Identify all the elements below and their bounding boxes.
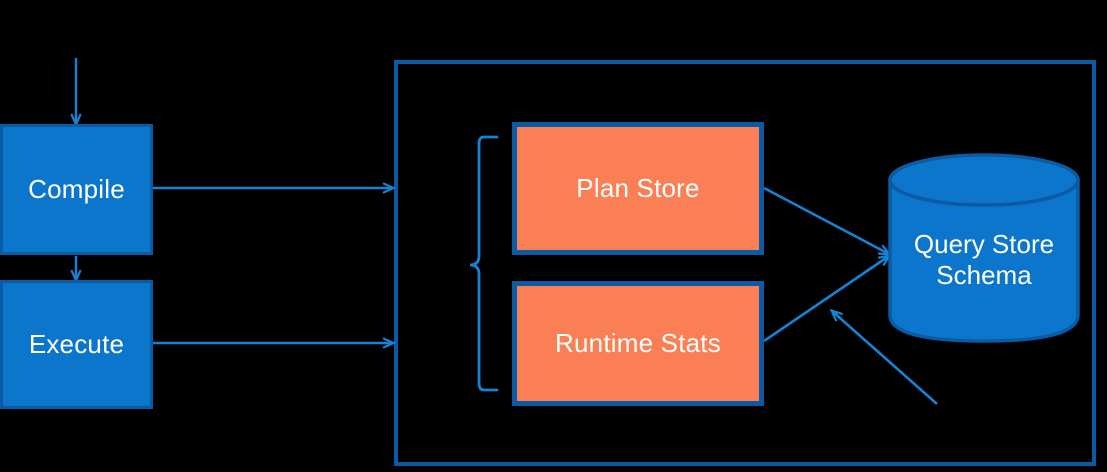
node-plan-store-label: Plan Store — [576, 172, 700, 203]
query-store-boundary — [394, 60, 1096, 466]
node-plan-store[interactable]: Plan Store — [512, 122, 764, 255]
connector-runtime-stats-to-schema — [763, 256, 889, 343]
connector-plan-store-to-schema — [763, 186, 889, 254]
node-execute-label: Execute — [28, 328, 125, 359]
query-store-schema-cylinder — [888, 153, 1080, 343]
node-compile-label: Compile — [28, 173, 125, 204]
connector-external-to-schema — [832, 311, 938, 405]
query-store-components-brace — [469, 135, 499, 392]
node-runtime-stats[interactable]: Runtime Stats — [512, 281, 764, 406]
node-runtime-stats-label: Runtime Stats — [555, 327, 721, 358]
node-execute[interactable]: Execute — [0, 280, 153, 409]
node-compile[interactable]: Compile — [0, 124, 153, 255]
